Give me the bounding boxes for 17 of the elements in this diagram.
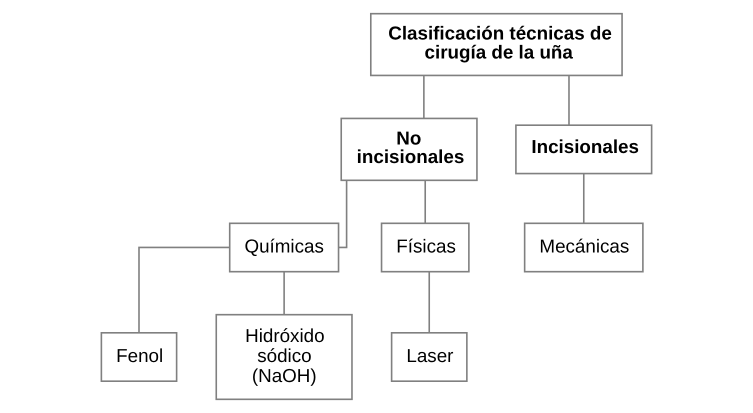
connector	[283, 272, 285, 314]
connector	[582, 174, 585, 224]
connector	[568, 76, 570, 125]
connector	[423, 76, 425, 118]
node-box: Físicas	[380, 222, 470, 272]
connector	[338, 180, 348, 248]
connector	[424, 180, 426, 223]
node-box: Hidróxido sódico (NaOH)	[215, 314, 353, 400]
node-box: Clasificación técnicas de cirugía de la uña	[370, 12, 623, 76]
node-box: No incisionales	[340, 118, 478, 182]
node-box: Mecánicas	[524, 222, 644, 272]
connector	[138, 246, 230, 333]
node-box: Químicas	[228, 222, 340, 272]
node-box: Incisionales	[515, 124, 652, 174]
connector	[428, 272, 430, 333]
node-box: Laser	[390, 332, 468, 382]
node-box: Fenol	[100, 332, 178, 382]
